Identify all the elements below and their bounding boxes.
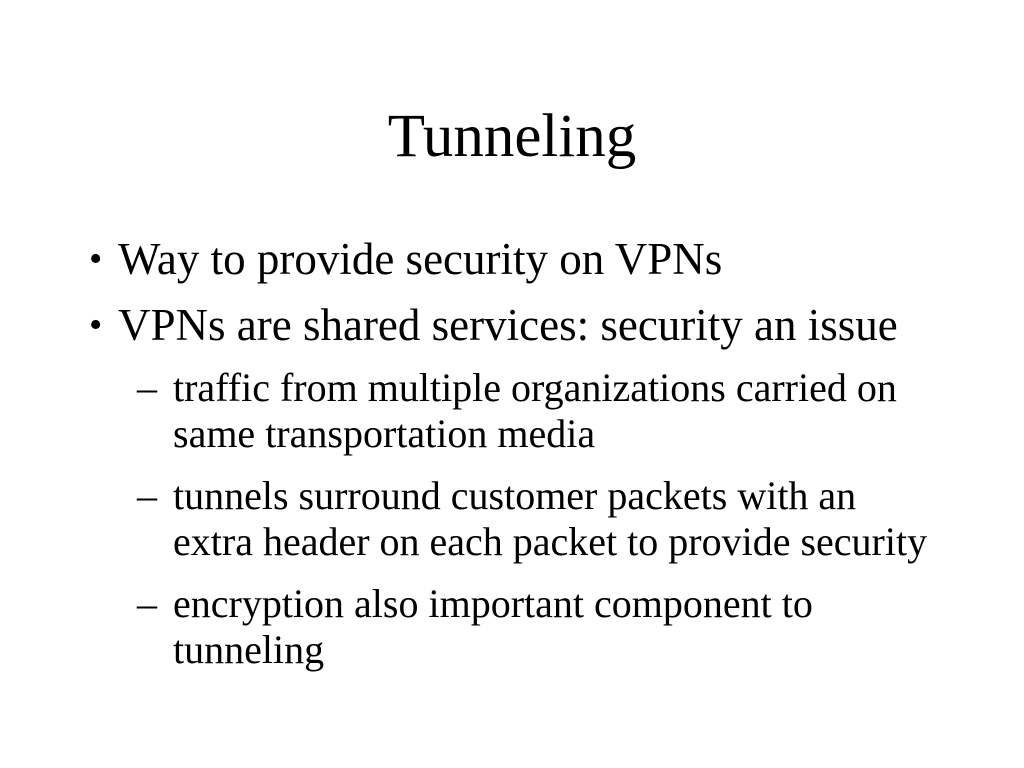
dash-marker-icon: – xyxy=(137,581,157,627)
bullet-list: • Way to provide security on VPNs • VPNs… xyxy=(0,233,1024,673)
dash-marker-icon: – xyxy=(137,473,157,519)
bullet-item: • VPNs are shared services: security an … xyxy=(0,299,1024,351)
sub-bullet-text: encryption also important component to t… xyxy=(173,581,813,673)
sub-bullet-item: – encryption also important component to… xyxy=(0,581,1024,673)
sub-bullet-text: traffic from multiple organizations carr… xyxy=(173,365,897,457)
sub-bullet-item: – traffic from multiple organizations ca… xyxy=(0,365,1024,457)
bullet-point-icon: • xyxy=(89,304,103,347)
bullet-text: Way to provide security on VPNs xyxy=(118,234,723,285)
sub-bullet-item: – tunnels surround customer packets with… xyxy=(0,473,1024,565)
slide-title: Tunneling xyxy=(387,103,637,170)
dash-marker-icon: – xyxy=(137,365,157,411)
bullet-item: • Way to provide security on VPNs xyxy=(0,233,1024,285)
bullet-text: VPNs are shared services: security an is… xyxy=(118,300,898,351)
bullet-point-icon: • xyxy=(89,238,103,281)
sub-bullet-text: tunnels surround customer packets with a… xyxy=(173,473,928,565)
